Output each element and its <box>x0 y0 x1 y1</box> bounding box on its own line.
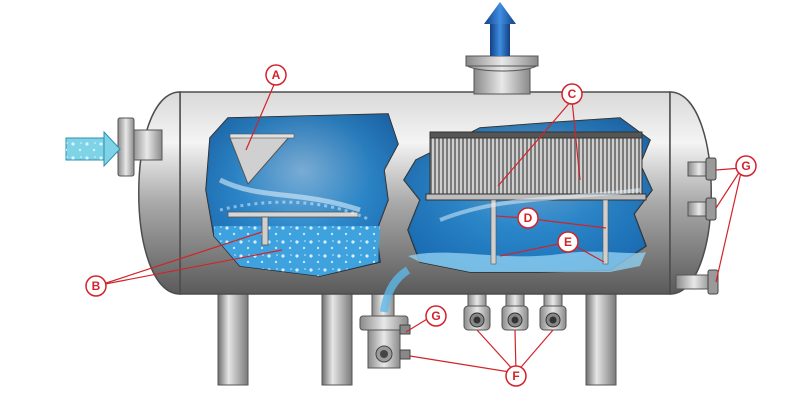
support-leg <box>217 284 249 386</box>
inlet-section-cutaway <box>205 113 399 277</box>
callouts: A B C D E G F G <box>85 64 757 387</box>
callout-c: C <box>561 83 583 105</box>
outlet-nozzle <box>463 289 491 331</box>
liquid-outlet-nozzles <box>463 289 567 331</box>
svg-text:B: B <box>92 279 101 293</box>
outlet-arrow-icon <box>484 2 516 56</box>
callout-a: A <box>265 64 287 86</box>
callout-e: E <box>557 231 579 253</box>
callout-d: D <box>517 207 539 229</box>
svg-text:E: E <box>564 235 572 249</box>
svg-text:F: F <box>512 369 519 383</box>
side-instrument-nozzles <box>675 157 719 295</box>
inlet-arrow-icon <box>65 130 121 168</box>
svg-text:G: G <box>431 309 440 323</box>
callout-f: F <box>505 365 527 387</box>
svg-text:A: A <box>272 68 281 82</box>
gas-outlet-nozzle <box>465 55 539 95</box>
outlet-nozzle <box>501 289 529 331</box>
callout-g-side: G <box>735 155 757 177</box>
support-leg <box>585 284 617 386</box>
callout-g-drain: G <box>425 305 447 327</box>
outlet-nozzle <box>539 289 567 331</box>
svg-text:C: C <box>568 87 577 101</box>
callout-b: B <box>85 275 107 297</box>
svg-text:G: G <box>741 159 750 173</box>
support-leg <box>321 284 353 386</box>
coalescer-section-cutaway <box>380 117 653 313</box>
svg-text:D: D <box>524 211 533 225</box>
inlet-nozzle <box>117 117 163 177</box>
